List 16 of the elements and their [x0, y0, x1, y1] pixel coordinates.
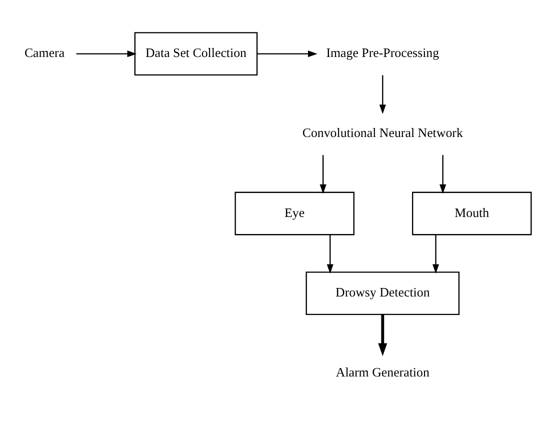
- node-text: Image Pre-Processing: [326, 45, 440, 60]
- arrow: [432, 234, 440, 274]
- arrow: [440, 155, 446, 194]
- arrow: [326, 234, 334, 274]
- node-box: Data Set Collection: [134, 32, 258, 76]
- arrow: [76, 50, 137, 58]
- node-box: Mouth: [412, 192, 532, 236]
- arrow: [320, 155, 326, 194]
- arrow: [257, 50, 318, 58]
- node-box: Drowsy Detection: [306, 272, 460, 316]
- node-text: Convolutional Neural Network: [302, 124, 463, 140]
- arrow: [379, 75, 386, 114]
- node-text: Camera: [24, 45, 65, 60]
- node-text: Alarm Generation: [336, 364, 430, 380]
- arrow: [378, 314, 388, 356]
- node-box: Eye: [234, 192, 354, 236]
